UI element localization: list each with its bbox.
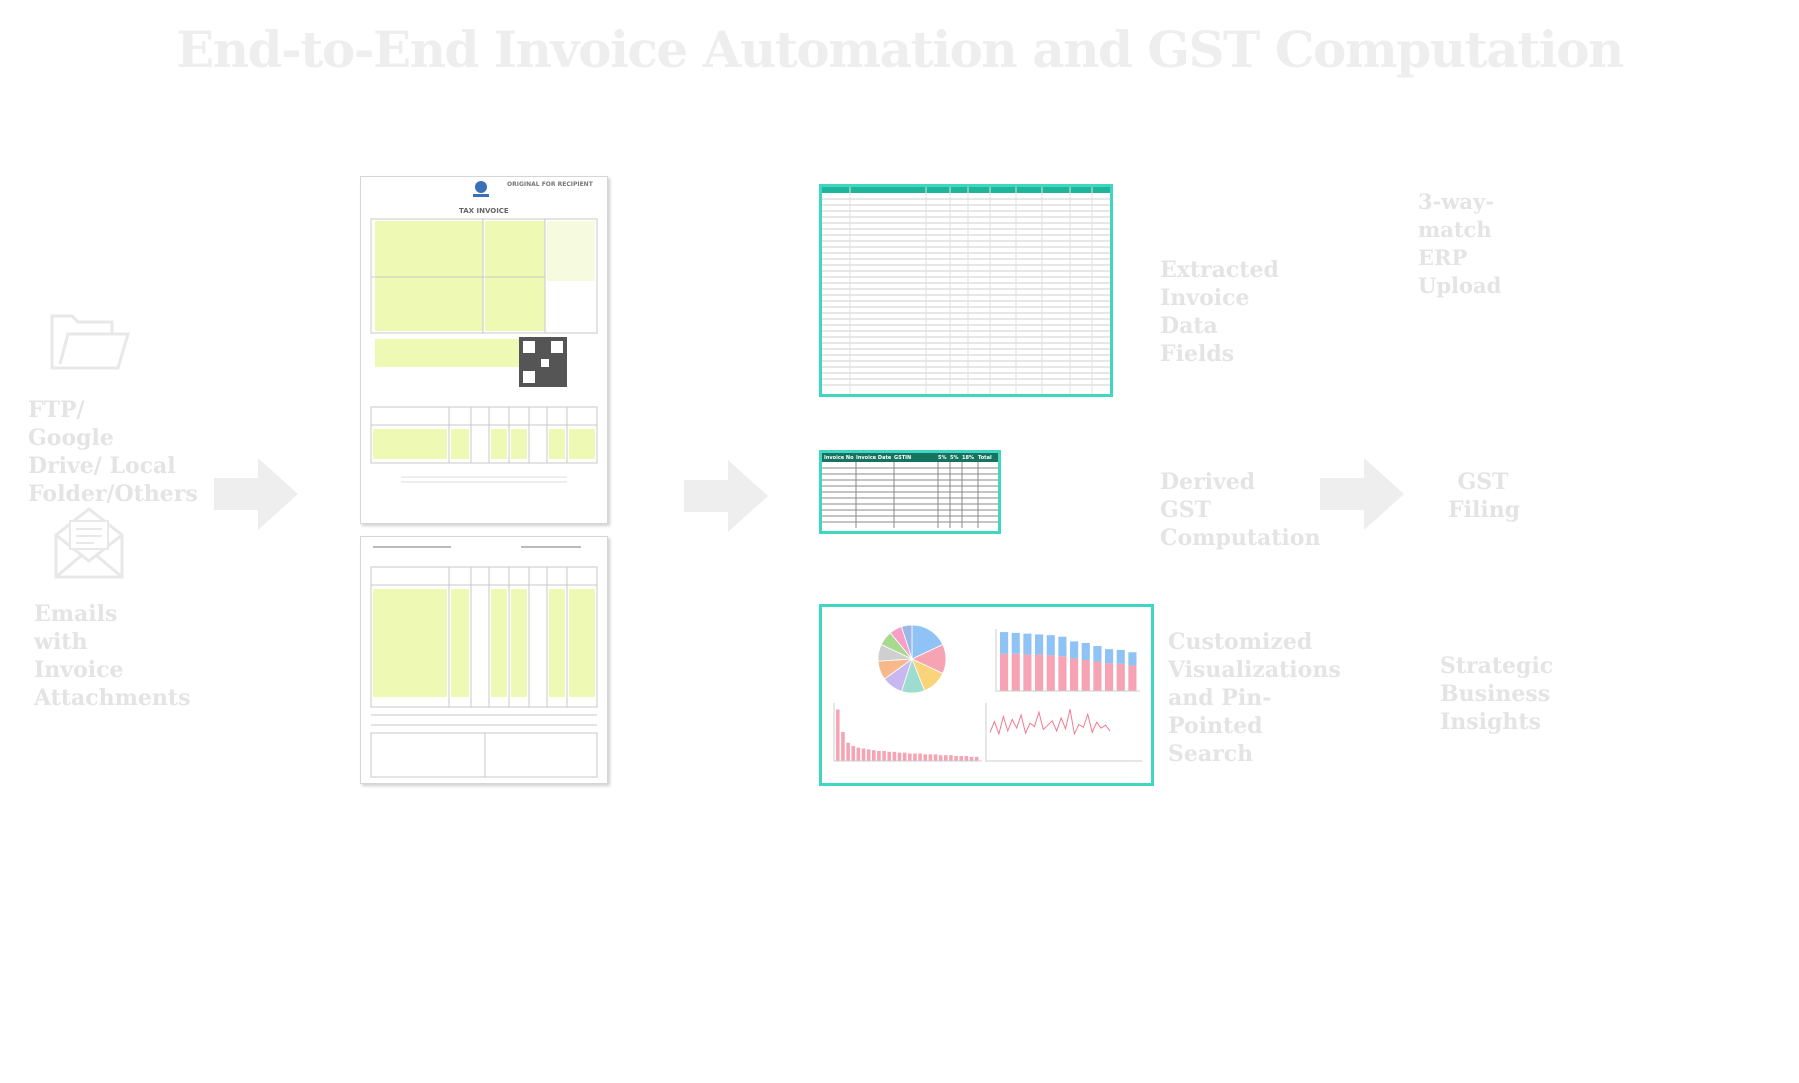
product-bar	[964, 756, 969, 761]
visualization-dashboard	[819, 604, 1154, 786]
product-bar	[944, 755, 948, 761]
product-bar	[938, 755, 943, 761]
product-bar	[949, 755, 953, 761]
stacked-bar-segment	[1070, 658, 1079, 691]
invoice-header-right: ORIGINAL FOR RECIPIENT	[507, 181, 593, 188]
product-bar	[851, 746, 856, 761]
line-series	[989, 709, 1111, 736]
product-bar	[887, 751, 892, 761]
stacked-bar-segment	[1105, 663, 1114, 691]
folder-icon	[50, 314, 131, 370]
email-icon	[54, 507, 124, 579]
arrow-right-icon	[684, 460, 768, 532]
stacked-bar-segment	[1105, 649, 1114, 664]
extracted-data-table	[819, 184, 1113, 397]
label-erp-upload: 3-way-match ERP Upload	[1418, 189, 1502, 298]
gst-header-invoice-no: Invoice No	[824, 454, 854, 461]
product-bar	[974, 756, 979, 761]
product-bar	[928, 754, 933, 761]
product-bar	[954, 756, 958, 761]
stacked-bar-segment	[1093, 661, 1102, 691]
invoice-heading: TAX INVOICE	[459, 207, 509, 215]
product-bar	[892, 751, 897, 761]
source-email-label: Emails with Invoice Attachments	[34, 601, 191, 711]
product-bar	[846, 742, 850, 761]
stacked-bar-segment	[1023, 654, 1032, 691]
stacked-bar-segment	[1058, 656, 1067, 691]
product-bar	[861, 748, 866, 761]
invoice-page-1: ORIGINAL FOR RECIPIENT TAX INVOICE	[360, 176, 608, 524]
label-gst-computation: Derived GST Computation	[1160, 469, 1321, 551]
pie-chart	[877, 624, 947, 694]
product-bar	[897, 752, 902, 761]
label-visualizations: Customized Visualizations and Pin-Pointe…	[1168, 629, 1341, 767]
stacked-bar-segment	[1128, 665, 1137, 691]
gst-header-total: Total	[978, 454, 992, 461]
product-bar	[923, 754, 928, 761]
extracted-data-table-graphic	[822, 187, 1110, 394]
stacked-bar-segment	[1011, 632, 1020, 654]
stacked-bar-segment	[1035, 654, 1044, 691]
product-bar	[872, 750, 876, 761]
gst-header-18pct: 18%	[962, 454, 974, 461]
product-bar	[866, 749, 871, 761]
product-bar	[836, 709, 840, 761]
stacked-bar-segment	[1093, 646, 1102, 662]
gst-header-5pct-b: 5%	[950, 454, 959, 461]
stacked-bar-segment	[1058, 636, 1067, 657]
stacked-bar-segment	[1000, 653, 1009, 691]
stacked-bar-segment	[1000, 632, 1009, 654]
product-bar	[908, 753, 912, 761]
stacked-bar-segment	[1081, 642, 1090, 660]
page-title: End-to-End Invoice Automation and GST Co…	[176, 20, 1624, 79]
bar-chart	[836, 709, 979, 761]
gst-header-gstin: GSTIN	[894, 454, 912, 461]
product-bar	[918, 753, 922, 761]
gst-header-5pct-a: 5%	[938, 454, 947, 461]
stacked-bar-segment	[1046, 635, 1055, 656]
dashboard-charts	[833, 624, 1142, 762]
stacked-bar-segment	[1046, 655, 1055, 691]
gst-table-rows	[822, 462, 998, 528]
product-bar	[913, 753, 917, 761]
invoice-page-1-graphic	[370, 181, 598, 483]
stacked-bar-segment	[1035, 634, 1044, 655]
product-bar	[902, 752, 907, 761]
gst-computation-table: Invoice No Invoice Date GSTIN 5% 5% 18% …	[819, 450, 1001, 534]
source-folder-label: FTP/ Google Drive/ Local Folder/Others	[28, 397, 198, 507]
product-bar	[969, 756, 974, 761]
pie-slice	[900, 624, 913, 660]
stacked-bar-segment	[1070, 641, 1079, 659]
stacked-bar-chart	[1000, 632, 1137, 691]
invoice-page-2	[360, 536, 608, 784]
stacked-bar-segment	[1081, 660, 1090, 691]
stacked-bar-segment	[1011, 653, 1020, 691]
arrow-right-icon	[1320, 458, 1404, 530]
invoice-page-2-graphic	[370, 546, 598, 778]
label-business-insights: Strategic Business Insights	[1440, 653, 1554, 735]
stacked-bar-segment	[1128, 652, 1137, 666]
product-bar	[856, 747, 861, 761]
label-extracted-data: Extracted Invoice Data Fields	[1160, 257, 1279, 367]
label-gst-filing: GST Filing	[1448, 469, 1521, 523]
product-bar	[841, 731, 845, 761]
product-bar	[882, 751, 886, 761]
product-bar	[933, 754, 938, 761]
stacked-bar-segment	[1023, 633, 1032, 655]
product-bar	[877, 751, 881, 761]
arrow-right-icon	[214, 458, 298, 530]
stacked-bar-segment	[1116, 649, 1125, 664]
product-bar	[959, 756, 964, 761]
gst-header-invoice-date: Invoice Date	[856, 454, 892, 461]
stacked-bar-segment	[1116, 663, 1125, 691]
line-chart	[989, 709, 1111, 736]
